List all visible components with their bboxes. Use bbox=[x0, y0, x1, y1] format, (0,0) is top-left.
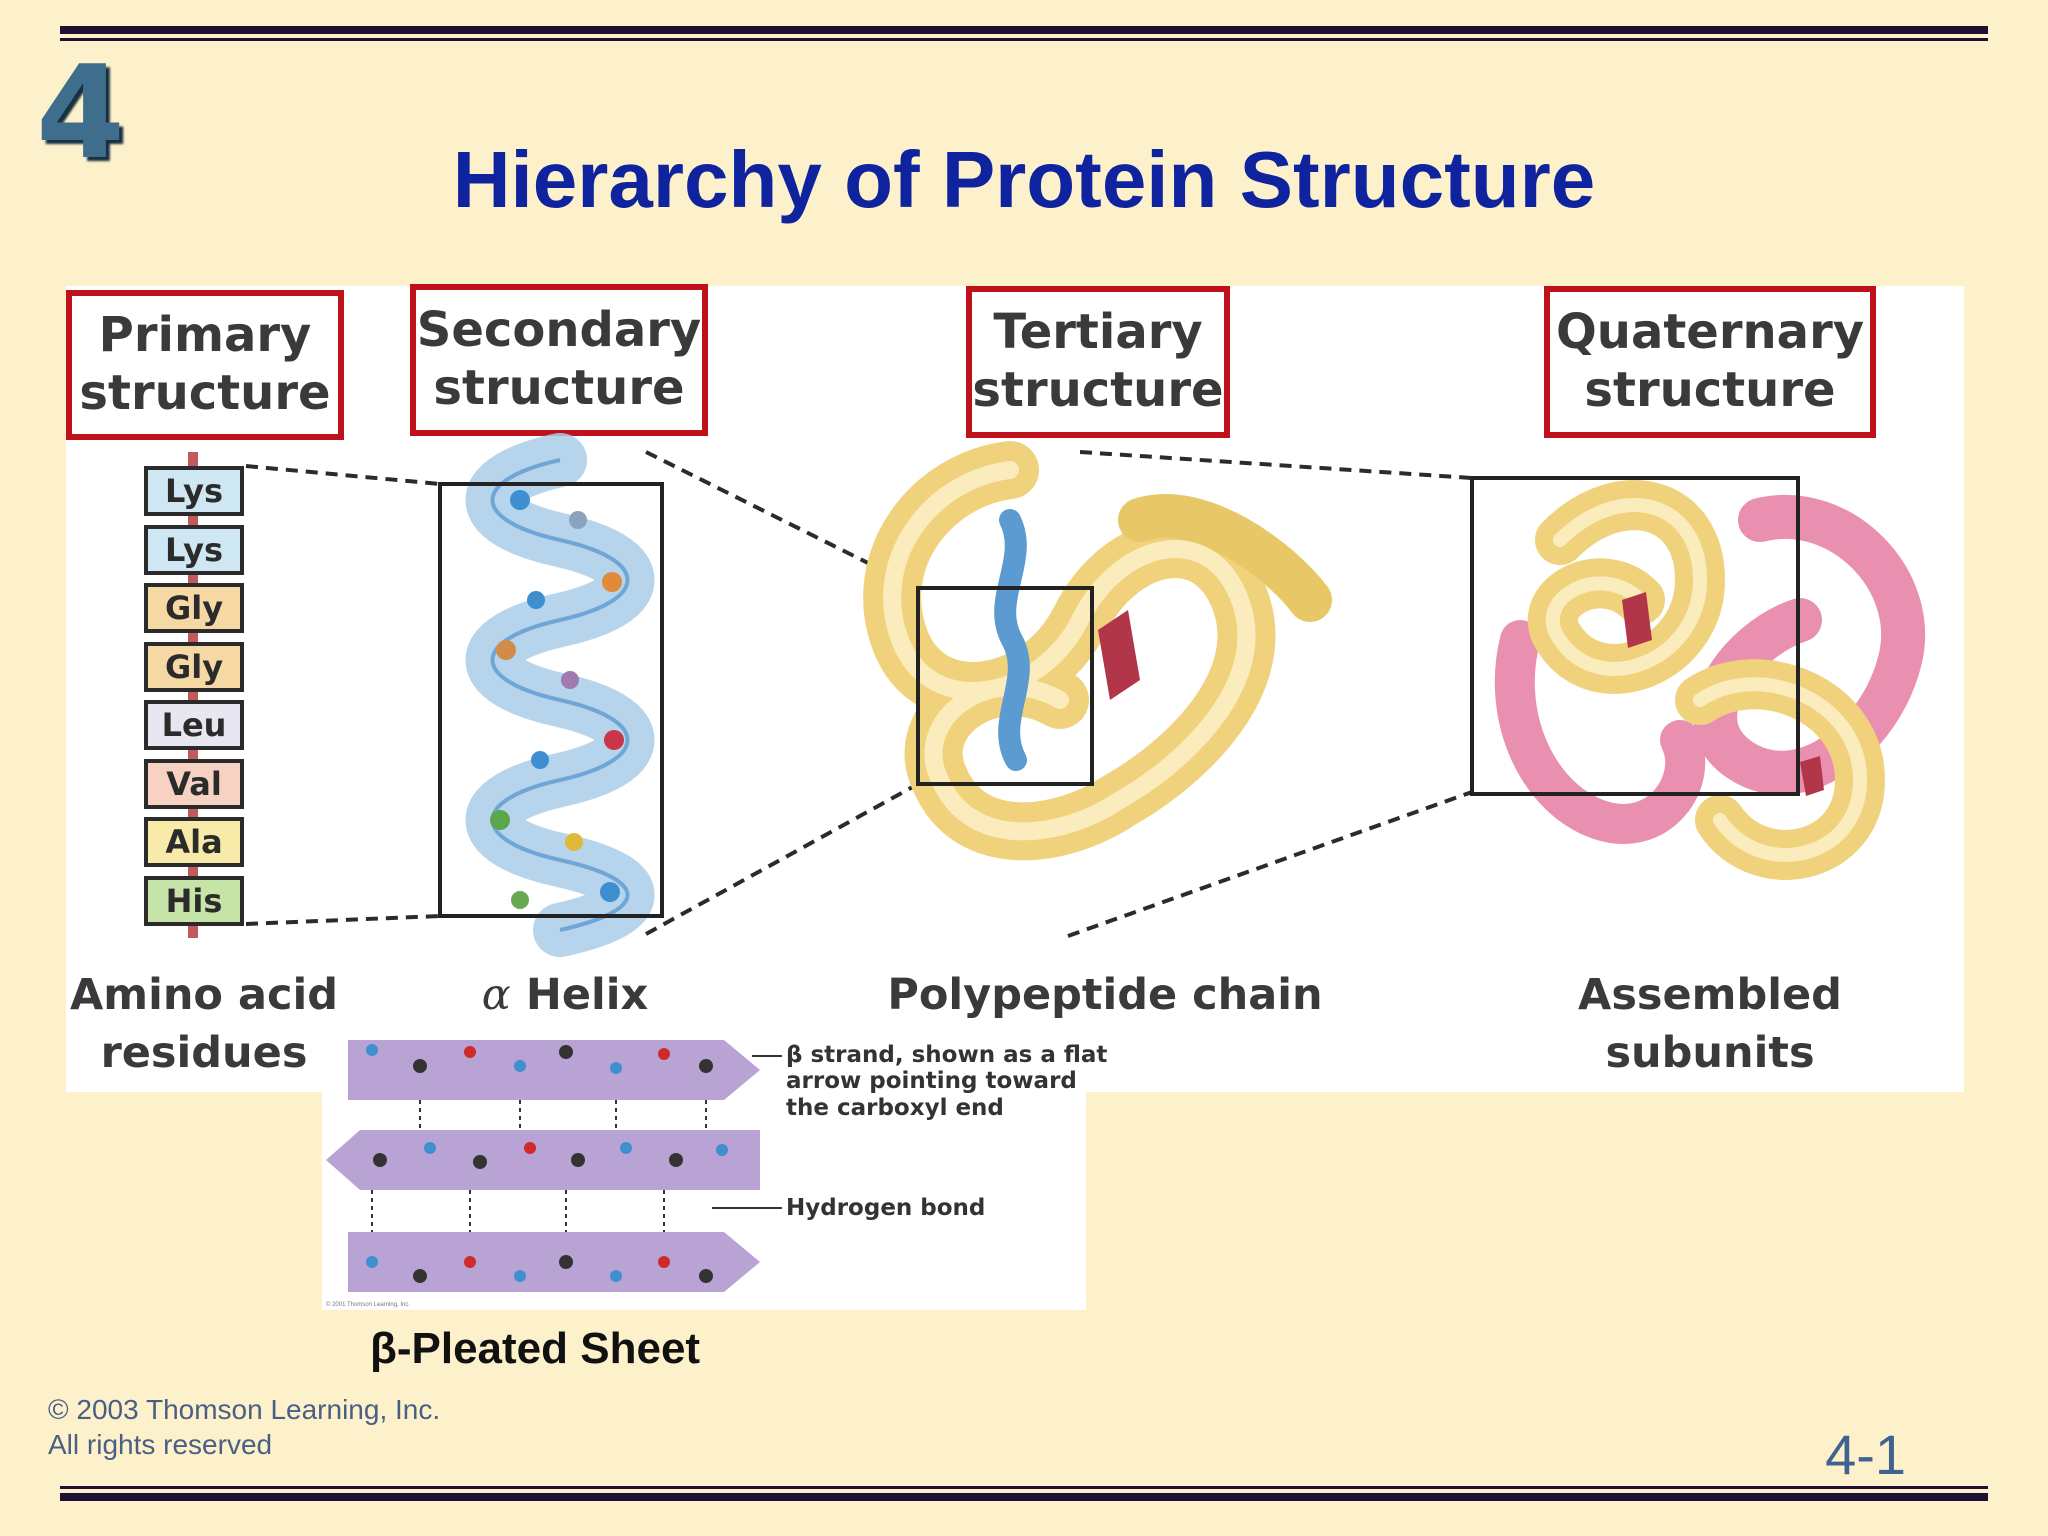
chapter-number: 4 bbox=[36, 39, 126, 188]
beta-strand-2 bbox=[326, 1130, 760, 1190]
helix-zoom-box bbox=[438, 482, 664, 918]
quaternary-structure-line2: structure bbox=[1584, 362, 1836, 418]
alpha-helix-caption: α Helix bbox=[440, 966, 690, 1024]
beta-sheet-title: β-Pleated Sheet bbox=[370, 1324, 701, 1373]
amino-acid-ala: Ala bbox=[144, 817, 244, 867]
tertiary-structure-line2: structure bbox=[972, 362, 1224, 418]
quaternary-structure-box: Quaternary structure bbox=[1544, 286, 1876, 438]
tertiary-structure-box: Tertiary structure bbox=[966, 286, 1230, 438]
beta-sheet-illustration: © 2001 Thomson Learning, Inc. bbox=[326, 1040, 782, 1308]
helix-word: Helix bbox=[525, 970, 649, 1020]
beta-strand-1 bbox=[348, 1040, 760, 1100]
beta-atoms bbox=[366, 1044, 728, 1283]
tertiary-structure-line1: Tertiary bbox=[993, 304, 1203, 361]
copyright-notice: © 2003 Thomson Learning, Inc. All rights… bbox=[48, 1392, 440, 1463]
tertiary-zoom-box bbox=[916, 586, 1094, 786]
beta-strand-3 bbox=[348, 1232, 760, 1292]
strand-label-line2: arrow pointing toward bbox=[786, 1068, 1077, 1095]
secondary-structure-box: Secondary structure bbox=[410, 284, 708, 436]
primary-structure-line2: structure bbox=[79, 365, 331, 421]
strand-label-line3: the carboxyl end bbox=[786, 1094, 1004, 1121]
alpha-symbol: α bbox=[481, 970, 511, 1020]
amino-acid-gly: Gly bbox=[144, 641, 244, 692]
hydrogen-bond-label: Hydrogen bond bbox=[786, 1195, 986, 1221]
amino-acid-lys: Lys bbox=[144, 466, 244, 516]
amino-acid-his: His bbox=[144, 875, 244, 926]
copyright-line2: All rights reserved bbox=[48, 1429, 273, 1461]
assembled-subunits-caption: Assembled subunits bbox=[1578, 970, 1842, 1079]
top-rule-thick bbox=[60, 26, 1988, 34]
helix-atoms bbox=[490, 490, 624, 909]
slide-number: 4-1 bbox=[1825, 1423, 1906, 1486]
alpha-helix-illustration bbox=[438, 433, 664, 957]
slide-title: Hierarchy of Protein Structure bbox=[452, 135, 1596, 224]
amino-acid-lys: Lys bbox=[144, 524, 244, 575]
tertiary-fold-illustration bbox=[863, 441, 1332, 861]
quaternary-assembly-illustration bbox=[1470, 476, 1926, 880]
strand-label-line1: β strand, shown as a flat bbox=[786, 1042, 1108, 1068]
amino-acid-caption: Amino acid residues bbox=[66, 966, 342, 1082]
amino-acid-backbone bbox=[188, 452, 198, 938]
top-rule-thin bbox=[60, 38, 1988, 41]
hydrogen-bonds bbox=[371, 1100, 707, 1232]
primary-structure-box: Primary structure bbox=[66, 290, 344, 440]
amino-acid-val: Val bbox=[144, 758, 244, 809]
amino-acid-gly: Gly bbox=[144, 583, 244, 633]
secondary-structure-line2: structure bbox=[433, 360, 685, 416]
amino-caption-line2: residues bbox=[100, 1028, 308, 1079]
secondary-structure-line1: Secondary bbox=[416, 302, 702, 359]
quaternary-structure-line1: Quaternary bbox=[1555, 304, 1865, 361]
primary-structure-line1: Primary bbox=[98, 307, 312, 364]
amino-caption-line1: Amino acid bbox=[70, 970, 338, 1020]
connector-lines bbox=[245, 450, 1473, 938]
beta-figure-credit: © 2001 Thomson Learning, Inc. bbox=[326, 1301, 410, 1308]
amino-acid-leu: Leu bbox=[144, 700, 244, 750]
polypeptide-chain-caption: Polypeptide chain bbox=[887, 970, 1323, 1020]
bottom-rule-thick bbox=[60, 1493, 1988, 1501]
beta-strand-label: β strand, shown as a flat arrow pointing… bbox=[786, 1042, 1107, 1121]
quaternary-zoom-box bbox=[1470, 476, 1800, 796]
bottom-rule-thin bbox=[60, 1486, 1988, 1489]
copyright-line1: © 2003 Thomson Learning, Inc. bbox=[48, 1394, 441, 1425]
